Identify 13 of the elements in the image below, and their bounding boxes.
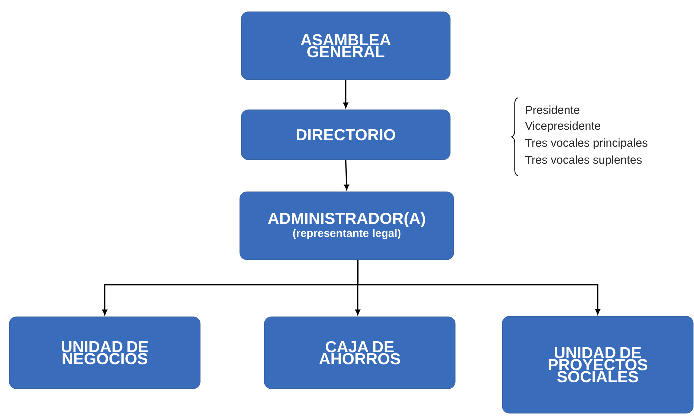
member-text: Tres vocales principales [525, 138, 648, 150]
member-text: Vicepresidente [525, 122, 601, 132]
org-box: UNIDAD DE PROYECTOS SOCIALES [502, 316, 694, 414]
member-text: Presidente [526, 106, 580, 114]
org-box: CAJA DE AHORROS [264, 316, 456, 390]
org-box: UNIDAD DE NEGOCIOS [9, 316, 201, 390]
arrow [357, 260, 600, 315]
arrow [344, 160, 350, 190]
org-box: ASAMBLEA GENERAL [241, 12, 451, 80]
member-text: Tres vocales suplentes [525, 156, 642, 166]
org-box: DIRECTORIO [241, 110, 451, 160]
org-box: ADMINISTRADOR(A) (representante legal) [240, 192, 454, 260]
arrow [344, 80, 348, 108]
